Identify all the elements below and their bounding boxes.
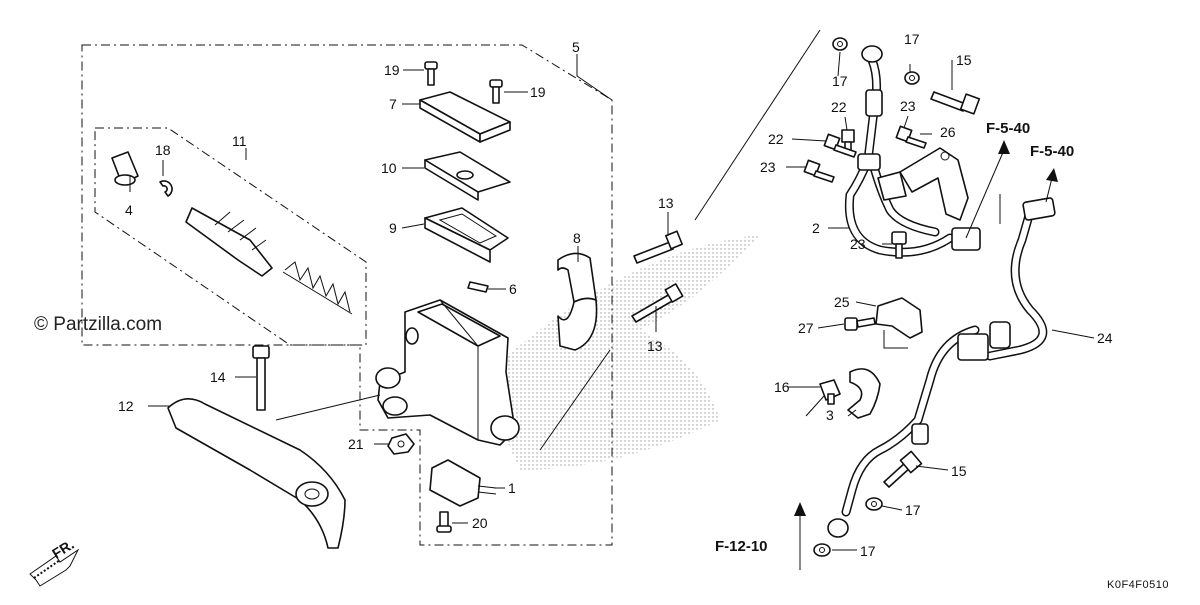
circlip-part-18: [159, 180, 173, 197]
reference-label-f-5-40-a: F-5-40: [986, 120, 1030, 137]
brake-hose-part-24: [827, 197, 1056, 538]
callout-labels: 1 2 3 4 5 6 7 8 9 10 11 12 13 13 14 15 1…: [118, 31, 1113, 559]
washer-part-17a: [832, 37, 848, 51]
bolt-part-23c: [891, 231, 907, 259]
brake-lever-part-12: [167, 398, 346, 549]
callout-27: 27: [798, 320, 814, 336]
callout-19b: 19: [530, 84, 546, 100]
callout-11: 11: [232, 133, 247, 149]
brake-switch-part-1: [429, 459, 497, 507]
pin-part-6: [467, 281, 489, 293]
callout-20: 20: [472, 515, 488, 531]
callout-23c: 23: [850, 236, 866, 252]
washer-part-17b: [904, 71, 920, 85]
bolt-part-23a: [895, 125, 927, 149]
callout-9: 9: [389, 220, 397, 236]
callout-15b: 15: [951, 463, 967, 479]
callout-6: 6: [509, 281, 517, 297]
clamp-part-3: [847, 368, 881, 419]
callout-7: 7: [389, 96, 397, 112]
bolt-part-22a: [841, 129, 855, 155]
callout-15a: 15: [956, 52, 972, 68]
callout-4: 4: [125, 202, 133, 218]
piston-part: [185, 207, 273, 277]
brake-hose-part-2: [844, 45, 981, 257]
nut-part-21: [387, 433, 415, 455]
callout-2: 2: [812, 220, 820, 236]
callout-22a: 22: [831, 99, 847, 115]
pivot-bolt-part-14: [252, 345, 270, 411]
washer-part-17d: [813, 543, 831, 557]
callout-16: 16: [774, 379, 790, 395]
callout-8: 8: [573, 230, 581, 246]
bolt-part-15a: [930, 91, 981, 115]
diaphragm-part-9: [424, 207, 509, 263]
callout-17c: 17: [905, 502, 921, 518]
diaphragm-plate-part-10: [424, 151, 511, 201]
diagram-code-text: K0F4F0510: [1107, 579, 1169, 591]
callout-13a: 13: [658, 195, 674, 211]
assembly-outline-5: [81, 44, 613, 546]
brand-emblem-background: [480, 235, 760, 470]
bolt-part-22b: [823, 133, 857, 158]
spring-part: [282, 261, 353, 315]
bolt-part-13b: [631, 283, 684, 323]
bracket-part-25: [875, 297, 923, 349]
washer-part-17c: [865, 497, 883, 511]
reference-arrow-f-5-40-b: [1045, 168, 1058, 203]
reservoir-cap-part-7: [419, 91, 511, 143]
bolt-part-23b: [803, 159, 835, 183]
callout-17a: 17: [832, 73, 848, 89]
bolt-part-16: [819, 379, 841, 405]
callout-17b: 17: [904, 31, 920, 47]
callout-18: 18: [155, 142, 171, 158]
callout-14: 14: [210, 369, 226, 385]
boot-part-4: [111, 151, 139, 186]
screw-part-20: [436, 511, 452, 533]
callout-3: 3: [826, 407, 834, 423]
callout-24: 24: [1097, 330, 1113, 346]
front-direction-marker: FR.: [29, 536, 80, 587]
bolt-part-13a: [633, 230, 683, 264]
watermark-text: © Partzilla.com: [34, 314, 162, 335]
screw-part-19b: [489, 79, 503, 104]
callout-1: 1: [508, 480, 516, 496]
holder-part-8: [557, 252, 598, 351]
callout-5: 5: [572, 39, 580, 55]
reference-arrow-f-5-40-a: [965, 140, 1010, 239]
callout-25: 25: [834, 294, 850, 310]
callout-17d: 17: [860, 543, 876, 559]
reference-label-f-5-40-b: F-5-40: [1030, 143, 1074, 160]
hose-bracket-part-26: [877, 147, 969, 221]
callout-23b: 23: [760, 159, 776, 175]
screw-part-19a: [424, 61, 438, 86]
callout-12: 12: [118, 398, 134, 414]
bolt-part-15b: [883, 450, 923, 488]
callout-26: 26: [940, 124, 956, 140]
callout-23a: 23: [900, 98, 916, 114]
reference-arrow-f-12-10: [794, 502, 806, 570]
master-cylinder-body: [375, 299, 520, 446]
callout-13b: 13: [647, 338, 663, 354]
assembly-outline-11: [94, 127, 367, 346]
leader-lines: [129, 51, 1095, 551]
callout-21: 21: [348, 436, 364, 452]
callout-19a: 19: [384, 62, 400, 78]
callout-22b: 22: [768, 131, 784, 147]
callout-10: 10: [381, 160, 397, 176]
bolt-part-27: [844, 317, 876, 331]
reference-label-f-12-10: F-12-10: [715, 538, 768, 555]
